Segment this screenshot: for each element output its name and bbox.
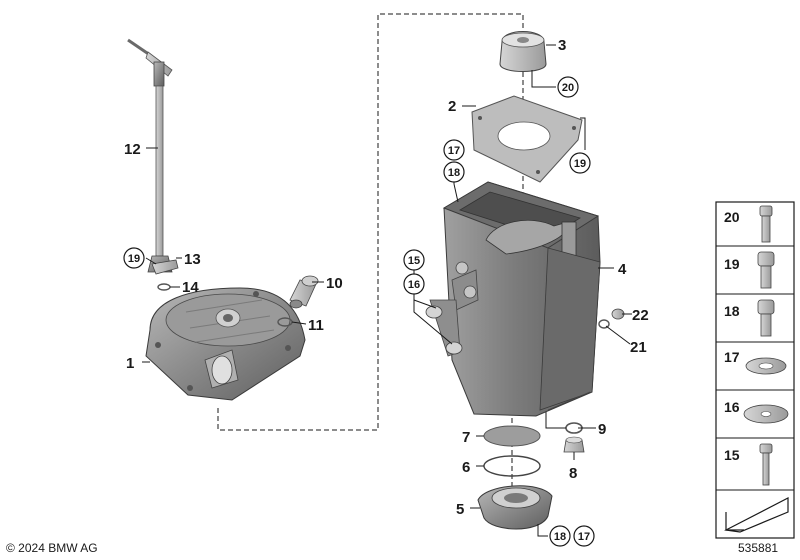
fastener-legend: 20 19 18 17 16 15 — [715, 201, 795, 539]
oil-tank-part — [425, 181, 601, 417]
legend-label-16: 16 — [724, 399, 740, 415]
callout-11: 11 — [308, 317, 324, 334]
callout-14: 14 — [182, 279, 199, 296]
copyright-text: © 2024 BMW AG — [6, 541, 98, 555]
callout-4: 4 — [618, 261, 627, 278]
diagram-id: 535881 — [738, 541, 779, 555]
breather-fitting-part — [289, 275, 319, 309]
svg-text:16: 16 — [408, 279, 420, 291]
assembly-dash-line — [217, 13, 524, 431]
legend-label-20: 20 — [724, 209, 740, 225]
svg-text:18: 18 — [554, 531, 566, 543]
view-direction-arrow-icon — [724, 497, 789, 533]
circled-callout-19b: 19 — [569, 152, 591, 174]
callout-9: 9 — [598, 421, 606, 438]
callout-12: 12 — [124, 141, 141, 158]
legend-bolt-short — [757, 251, 775, 289]
clip-part — [151, 259, 179, 275]
cover-part — [145, 287, 306, 401]
svg-text:19: 19 — [574, 158, 586, 170]
cap-part — [499, 31, 547, 72]
sealing-ring-part — [598, 319, 610, 329]
callout-1: 1 — [126, 355, 134, 372]
circled-callout-19a: 19 — [123, 247, 145, 269]
callout-8: 8 — [569, 465, 577, 482]
svg-text:17: 17 — [578, 531, 590, 543]
svg-text:18: 18 — [448, 167, 460, 179]
drain-plug-part — [563, 436, 585, 453]
callout-2: 2 — [448, 98, 456, 115]
filter-screen-part — [483, 425, 541, 447]
callout-3: 3 — [558, 37, 566, 54]
legend-label-19: 19 — [724, 256, 740, 272]
callout-5: 5 — [456, 501, 464, 518]
circled-callout-18b: 18 — [549, 525, 571, 547]
circled-callout-18a: 18 — [443, 161, 465, 183]
callout-10: 10 — [326, 275, 343, 292]
svg-text:19: 19 — [128, 253, 140, 265]
svg-text:15: 15 — [408, 255, 420, 267]
circled-callout-17b: 17 — [573, 525, 595, 547]
svg-text:17: 17 — [448, 145, 460, 157]
callout-7: 7 — [462, 429, 470, 446]
legend-label-17: 17 — [724, 349, 740, 365]
callout-22: 22 — [632, 307, 649, 324]
circled-callout-16: 16 — [403, 273, 425, 295]
callout-6: 6 — [462, 459, 470, 476]
legend-washer-large — [743, 404, 789, 424]
legend-bolt-medium — [757, 299, 775, 337]
gasket-part — [471, 95, 583, 183]
svg-text:20: 20 — [562, 82, 574, 94]
legend-bolt-long — [759, 205, 773, 243]
o-ring-part — [157, 283, 171, 291]
legend-label-15: 15 — [724, 447, 740, 463]
legend-label-18: 18 — [724, 303, 740, 319]
flange-part — [477, 485, 553, 530]
circled-callout-15: 15 — [403, 249, 425, 271]
legend-washer-small — [745, 357, 787, 375]
legend-screw-thin — [759, 443, 773, 486]
circled-callout-20: 20 — [557, 76, 579, 98]
callout-21: 21 — [630, 339, 647, 356]
circled-callout-17a: 17 — [443, 139, 465, 161]
callout-13: 13 — [184, 251, 201, 268]
